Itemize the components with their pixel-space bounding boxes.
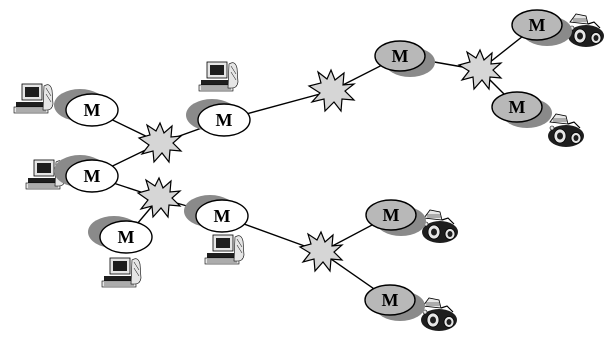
node-label: M bbox=[383, 205, 400, 225]
node-m: M bbox=[54, 89, 119, 127]
node-label: M bbox=[392, 46, 409, 66]
node-m: M bbox=[365, 199, 426, 236]
starburst-hubs bbox=[136, 48, 503, 273]
computer-terminal-icon bbox=[13, 83, 54, 114]
node-m: M bbox=[511, 9, 572, 46]
starburst-hub bbox=[136, 176, 182, 219]
robot-vehicle-icon bbox=[420, 297, 458, 332]
computer-terminal-icon bbox=[204, 234, 245, 265]
node-m: M bbox=[374, 40, 435, 77]
computer-terminal-icon bbox=[101, 257, 142, 288]
node-label: M bbox=[84, 100, 101, 120]
starburst-hub bbox=[298, 230, 344, 273]
node-m: M bbox=[364, 284, 425, 321]
robot-vehicle-icon bbox=[547, 113, 585, 148]
robot-vehicle-icon bbox=[567, 13, 605, 48]
node-label: M bbox=[216, 110, 233, 130]
computer-terminal-icon bbox=[198, 61, 239, 92]
starburst-hub bbox=[457, 48, 503, 91]
node-label: M bbox=[382, 290, 399, 310]
node-label: M bbox=[214, 206, 231, 226]
node-m: M bbox=[88, 216, 153, 254]
node-label: M bbox=[84, 166, 101, 186]
robot-vehicle-icon bbox=[421, 209, 459, 244]
node-m: M bbox=[54, 155, 119, 193]
node-label: M bbox=[118, 227, 135, 247]
starburst-hub bbox=[137, 121, 183, 164]
node-label: M bbox=[509, 97, 526, 117]
node-m: M bbox=[184, 195, 249, 233]
node-m: M bbox=[491, 91, 552, 128]
node-m: M bbox=[186, 99, 251, 137]
vehicles bbox=[420, 13, 605, 332]
node-label: M bbox=[529, 15, 546, 35]
m-nodes: M M M M M bbox=[54, 9, 572, 321]
starburst-hub bbox=[307, 68, 356, 113]
